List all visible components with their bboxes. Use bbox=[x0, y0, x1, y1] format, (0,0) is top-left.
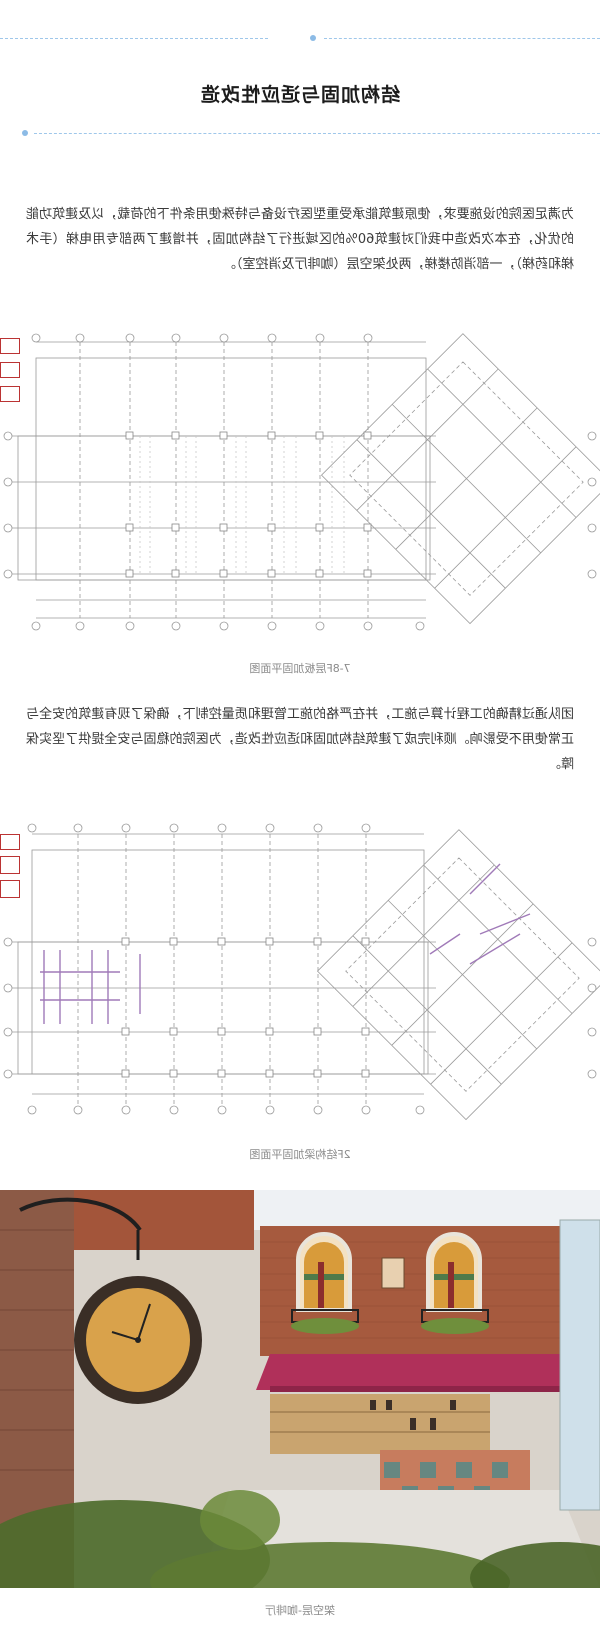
divider-dot bbox=[310, 35, 316, 41]
intro-paragraph: 为满足医院的设施要求，使原建筑能承受重型医疗设备与特殊使用条件下的荷载，以及建筑… bbox=[26, 207, 574, 272]
figure-caption-cafe: 架空层-咖啡厅 bbox=[265, 1604, 335, 1617]
drawing-legend-stamp bbox=[0, 362, 20, 378]
drawing-legend-stamp bbox=[0, 338, 20, 354]
cafe-illustration bbox=[0, 1190, 600, 1588]
floor-plan-drawing bbox=[3, 333, 600, 631]
floor-plan-7-8f bbox=[0, 318, 600, 648]
stained-window bbox=[426, 1232, 482, 1312]
figure-caption-7-8f: 7-8F层板加固平面图 bbox=[249, 662, 351, 675]
engineering-paragraph: 团队通过精确的工程计算与施工，并在严格的施工管理和质量控制下，确保了现有建筑的安… bbox=[26, 707, 574, 772]
drawing-legend-stamp bbox=[0, 834, 20, 850]
beam-plan-drawing bbox=[3, 823, 600, 1121]
clock-icon bbox=[19, 1197, 202, 1404]
floor-plan-2f-beams bbox=[0, 804, 600, 1134]
divider-dot bbox=[22, 130, 28, 136]
stained-window bbox=[296, 1232, 352, 1312]
cafe-photo bbox=[0, 1190, 600, 1588]
drawing-legend-stamp bbox=[0, 386, 20, 402]
figure-caption-2f: 2F结构梁加固平面图 bbox=[249, 1148, 351, 1161]
drawing-legend-stamp bbox=[0, 880, 20, 898]
drawing-legend-stamp bbox=[0, 856, 20, 874]
section-title: 结构加固与适应性改造 bbox=[200, 84, 401, 106]
